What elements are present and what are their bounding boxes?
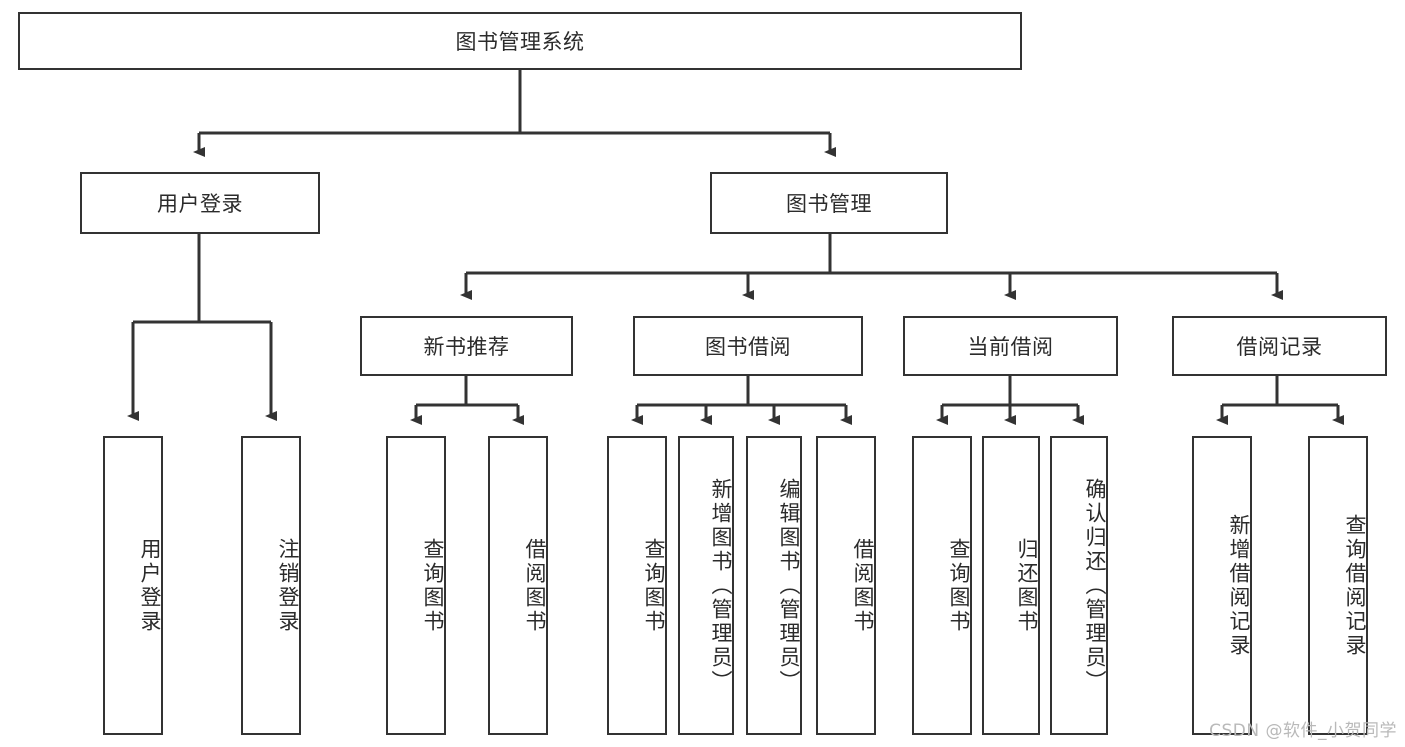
leaf-book-borrow-borrow-books[interactable]: 借阅图书 xyxy=(816,436,876,735)
leaf-new-book-query-books[interactable]: 查询图书 xyxy=(386,436,446,735)
node-label: 借阅图书 xyxy=(523,537,547,634)
node-label: 用户登录 xyxy=(138,537,162,634)
node-label: 确认归还（管理员） xyxy=(1083,477,1107,694)
node-label: 查询图书 xyxy=(421,537,445,634)
node-label: 查询借阅记录 xyxy=(1343,513,1367,658)
node-root-book-management-system[interactable]: 图书管理系统 xyxy=(18,12,1022,70)
leaf-user-login-login[interactable]: 用户登录 xyxy=(103,436,163,735)
leaf-borrow-record-query-record[interactable]: 查询借阅记录 xyxy=(1308,436,1368,735)
leaf-new-book-borrow-books[interactable]: 借阅图书 xyxy=(488,436,548,735)
node-label: 归还图书 xyxy=(1015,537,1039,634)
node-label: 查询图书 xyxy=(947,537,971,634)
leaf-user-login-logout[interactable]: 注销登录 xyxy=(241,436,301,735)
leaf-current-borrow-return-books[interactable]: 归还图书 xyxy=(982,436,1040,735)
node-borrow-record[interactable]: 借阅记录 xyxy=(1172,316,1387,376)
node-book-borrow[interactable]: 图书借阅 xyxy=(633,316,863,376)
node-label: 当前借阅 xyxy=(967,335,1054,359)
csdn-watermark: CSDN @软件_小贺同学 xyxy=(1209,721,1397,741)
node-label: 新增图书（管理员） xyxy=(709,477,733,694)
node-label: 新书推荐 xyxy=(423,335,510,359)
node-label: 编辑图书（管理员） xyxy=(777,477,801,694)
node-label: 借阅记录 xyxy=(1236,335,1323,359)
node-label: 图书借阅 xyxy=(705,335,791,359)
leaf-book-borrow-edit-book-admin[interactable]: 编辑图书（管理员） xyxy=(746,436,802,735)
node-label: 借阅图书 xyxy=(851,537,875,634)
node-label: 新增借阅记录 xyxy=(1227,513,1251,658)
node-current-borrow[interactable]: 当前借阅 xyxy=(903,316,1118,376)
node-label: 用户登录 xyxy=(157,192,243,216)
node-book-management[interactable]: 图书管理 xyxy=(710,172,948,234)
node-label: 注销登录 xyxy=(276,537,300,634)
node-user-login[interactable]: 用户登录 xyxy=(80,172,320,234)
leaf-current-borrow-confirm-return-admin[interactable]: 确认归还（管理员） xyxy=(1050,436,1108,735)
leaf-book-borrow-query-books[interactable]: 查询图书 xyxy=(607,436,667,735)
leaf-book-borrow-add-book-admin[interactable]: 新增图书（管理员） xyxy=(678,436,734,735)
node-label: 查询图书 xyxy=(642,537,666,634)
node-label: 图书管理 xyxy=(786,192,872,216)
node-new-book-recommend[interactable]: 新书推荐 xyxy=(360,316,573,376)
leaf-current-borrow-query-books[interactable]: 查询图书 xyxy=(912,436,972,735)
leaf-borrow-record-add-record[interactable]: 新增借阅记录 xyxy=(1192,436,1252,735)
node-label: 图书管理系统 xyxy=(455,30,585,54)
